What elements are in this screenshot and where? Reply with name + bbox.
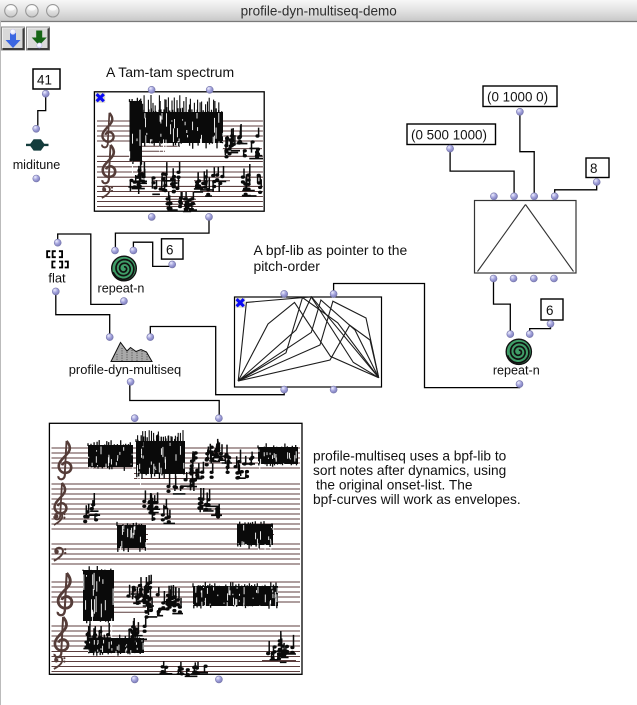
svg-text:41: 41	[37, 73, 52, 88]
svg-text:pitch-order: pitch-order	[254, 258, 321, 274]
svg-text:repeat-n: repeat-n	[98, 281, 145, 295]
svg-text:repeat-n: repeat-n	[493, 364, 540, 378]
svg-text:miditune: miditune	[13, 158, 61, 172]
svg-text:A bpf-lib as pointer to the: A bpf-lib as pointer to the	[254, 242, 408, 258]
svg-text:the original onset-list. The: the original onset-list. The	[316, 477, 472, 492]
svg-text:(0 1000 0): (0 1000 0)	[487, 90, 548, 105]
svg-text:8: 8	[590, 161, 597, 176]
svg-text:6: 6	[546, 303, 553, 318]
svg-text:6: 6	[166, 243, 173, 258]
svg-text:A Tam-tam spectrum: A Tam-tam spectrum	[106, 64, 234, 80]
svg-text:profile-dyn-multiseq: profile-dyn-multiseq	[69, 362, 181, 377]
svg-text:profile-multiseq uses a bpf-li: profile-multiseq uses a bpf-lib to	[313, 448, 507, 463]
svg-text:(0 500 1000): (0 500 1000)	[411, 128, 487, 143]
svg-text:profile-dyn-multiseq-demo: profile-dyn-multiseq-demo	[241, 4, 397, 19]
svg-text:flat: flat	[48, 271, 66, 286]
svg-text:sort notes after dynamics, usi: sort notes after dynamics, using	[313, 463, 506, 478]
svg-text:bpf-curves will work as envelo: bpf-curves will work as envelopes.	[313, 492, 521, 507]
